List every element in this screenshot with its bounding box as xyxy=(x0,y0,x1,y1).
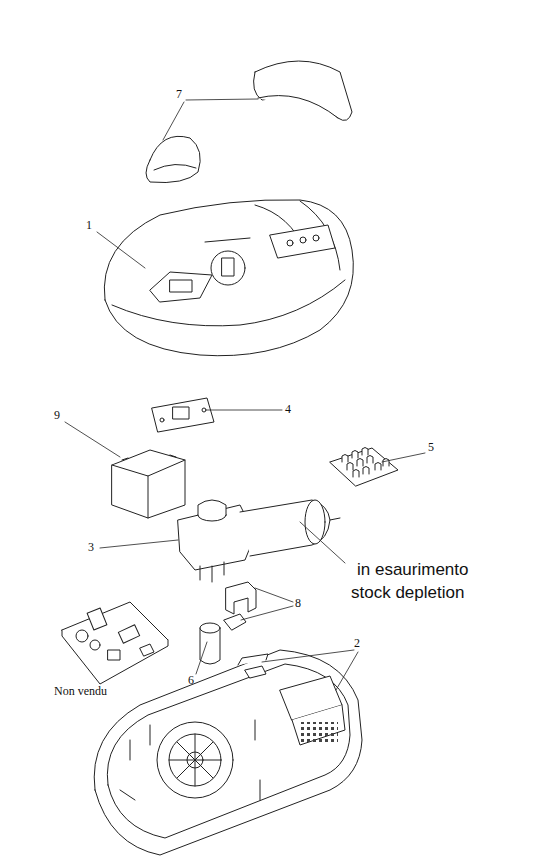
callout-number: 7 xyxy=(176,88,182,101)
led xyxy=(357,459,363,467)
callout-number: 3 xyxy=(88,541,94,554)
control-board xyxy=(62,602,168,684)
led xyxy=(352,451,358,459)
transformer xyxy=(112,450,185,518)
callout-number: 8 xyxy=(295,597,301,610)
callout-number: 5 xyxy=(428,441,434,454)
base-housing xyxy=(94,650,362,855)
led xyxy=(362,448,368,456)
callout-number: 9 xyxy=(54,409,60,422)
switch-board xyxy=(152,398,214,432)
led xyxy=(375,463,381,471)
led xyxy=(367,456,373,464)
gear-motor xyxy=(178,500,340,582)
led xyxy=(342,455,348,463)
callout-number: 1 xyxy=(86,219,92,232)
lamp-cover xyxy=(146,61,352,183)
cylinder-spacer xyxy=(200,623,220,664)
note-text: in esaurimento xyxy=(357,561,469,580)
note-text: stock depletion xyxy=(351,584,464,603)
led xyxy=(353,470,359,478)
cable-clips xyxy=(224,582,256,630)
note-text: Non vendu xyxy=(54,685,107,698)
led xyxy=(347,463,353,471)
led-board xyxy=(330,448,398,487)
led xyxy=(383,459,389,467)
led xyxy=(363,467,369,475)
callout-number: 6 xyxy=(188,674,194,687)
callout-number: 2 xyxy=(354,637,360,650)
main-cover xyxy=(104,200,353,356)
callout-number: 4 xyxy=(285,403,291,416)
